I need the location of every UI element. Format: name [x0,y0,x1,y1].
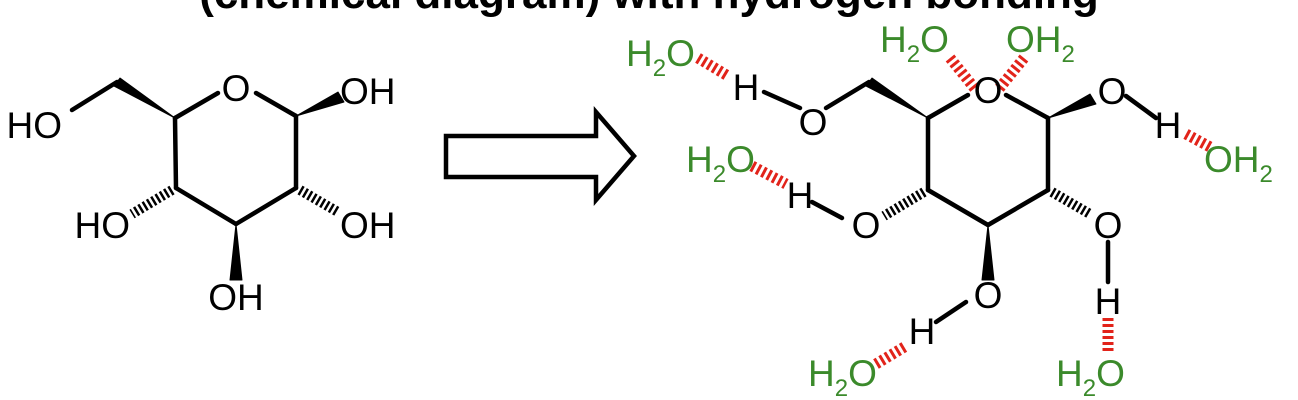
svg-text:H2O: H2O [686,139,755,188]
oxygen-label: O [799,102,828,143]
bond [761,89,803,111]
right-arrow-icon [443,105,637,207]
svg-text:H2O: H2O [1056,353,1125,400]
hydrogen-bond [993,54,1029,94]
water-molecule: H2O [1056,353,1125,400]
bond [809,199,845,221]
wedge-bond [295,91,345,117]
ring-bond [925,187,991,228]
hydroxyl-label: OH [208,277,264,318]
ring-bond [172,115,179,191]
hydrogen-label: H [909,311,936,352]
hashed-bond [881,187,927,221]
hydrogen-label: H [1095,281,1122,322]
hydrogen-label: H [787,175,814,216]
water-molecule: H2O [626,33,695,82]
ring-bond [925,92,971,121]
hydrogen-label: H [733,67,760,108]
hashed-bond [297,185,341,217]
ring-bond [173,185,239,227]
hydroxyl-label: OH [340,205,396,246]
page-title: (chemical diagram) with hydrogen bonding [199,0,1099,18]
hashed-bond [129,185,175,219]
ring-bond [1003,92,1051,121]
wedge-bond [981,224,995,281]
bond [933,299,969,325]
hydroxyl-label: OH [340,71,396,112]
hydrogen-label: H [1155,105,1182,146]
ring-oxygen-label: O [222,68,251,109]
wedge-bond [113,77,176,119]
svg-text:OH2: OH2 [1006,19,1075,68]
wedge-bond [229,223,243,281]
water-molecule: OH2 [1204,139,1273,188]
bond [1123,93,1159,121]
oxygen-label: O [974,275,1003,316]
hydrogen-bond [1183,129,1215,153]
oxygen-label: O [852,205,881,246]
water-molecule: H2O [686,139,755,188]
glucose-molecule: O HO OH OH OH HO [7,68,396,318]
bond [69,79,120,113]
hydrogen-bond [873,341,909,369]
ring-bond [233,185,299,227]
ring-oxygen-label: O [974,70,1003,111]
svg-text:H2O: H2O [808,353,877,400]
svg-text:OH2: OH2 [1204,139,1273,188]
hydroxyl-label: HO [7,105,63,146]
oxygen-label: O [1098,71,1127,112]
oxygen-label: O [1094,205,1123,246]
hydrated-glucose: O O H O H O H O H O H H2O H2O OH2 OH2 [626,19,1273,400]
water-molecule: OH2 [1006,19,1075,68]
bond [823,79,872,111]
wedge-bond [865,77,929,119]
water-molecule: H2O [880,19,949,68]
svg-text:H2O: H2O [880,19,949,68]
ring-bond [985,187,1051,228]
hydrogen-bond [749,161,789,189]
hydrogen-bond [945,54,981,94]
hydroxyl-label: HO [75,205,131,246]
svg-text:H2O: H2O [626,33,695,82]
hashed-bond [1049,187,1093,219]
wedge-bond [1047,93,1097,119]
hydrogen-bond [695,53,731,81]
ring-bond [172,90,221,121]
ring-bond [253,90,299,119]
water-molecule: H2O [808,353,877,400]
